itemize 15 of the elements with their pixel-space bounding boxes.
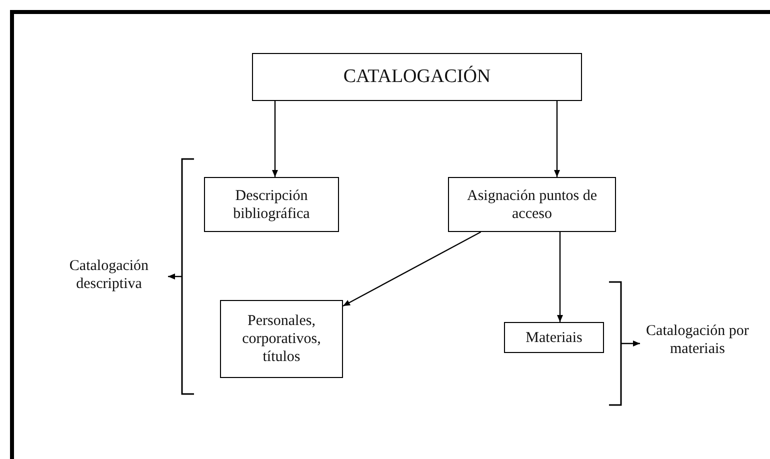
arrow xyxy=(554,101,560,177)
bracket xyxy=(181,158,194,395)
arrow xyxy=(342,231,482,306)
process-box: Materiais xyxy=(504,322,604,353)
arrow xyxy=(168,274,182,280)
title-box: CATALOGACIÓN xyxy=(252,53,582,101)
process-box: Personales, corporativos, títulos xyxy=(220,300,343,378)
arrow xyxy=(272,101,278,177)
bracket-label: Catalogación por materiais xyxy=(645,322,750,358)
process-box: Descripción bibliográfica xyxy=(204,177,339,232)
bracket xyxy=(609,281,622,406)
arrow xyxy=(621,340,640,346)
bracket-label: Catalogación descriptiva xyxy=(68,257,150,293)
process-box: Asignación puntos de acceso xyxy=(448,177,616,232)
arrow xyxy=(557,232,563,322)
